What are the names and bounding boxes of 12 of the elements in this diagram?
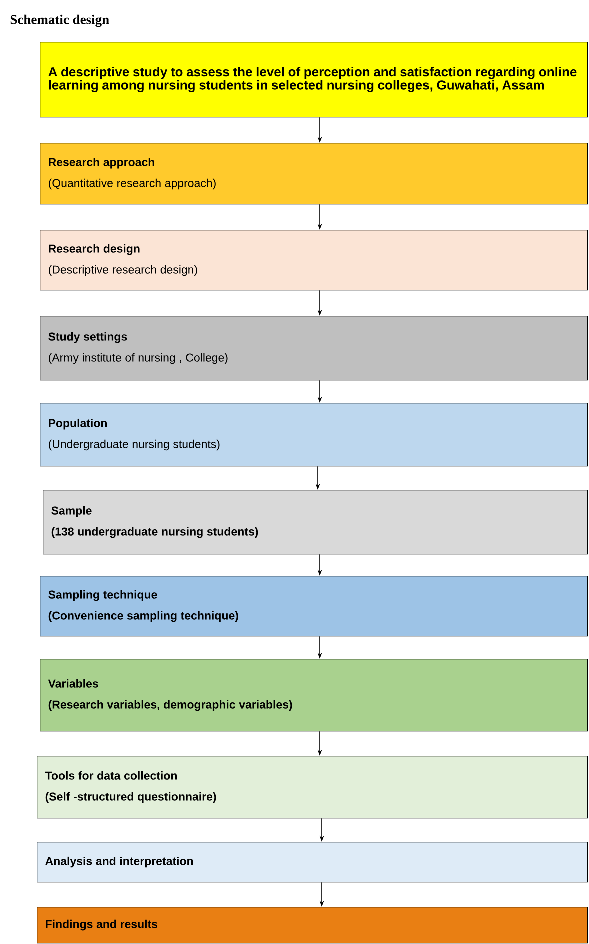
process-box: Population (Undergraduate nursing students) (40, 403, 588, 467)
process-box: Research approach (Quantitative research approach) (40, 143, 588, 205)
process-box: Tools for data collection (Self -structured questionnaire) (37, 756, 588, 819)
process-box: Sample (138 undergraduate nursing students) (43, 490, 588, 555)
process-box: Findings and results (37, 907, 588, 944)
process-box: Variables (Research variables, demographic variables) (40, 659, 588, 732)
title-box: A descriptive study to assess the level of perception and satisfaction regarding online learning among nursing students in selected nursing colleges, Guwahati, Assam (40, 42, 588, 118)
process-box: Sampling technique (Convenience sampling technique) (40, 576, 588, 637)
process-box: Research design (Descriptive research design) (40, 230, 588, 291)
process-box: Study settings (Army institute of nursing , College) (40, 316, 588, 381)
heading: Schematic design (10, 14, 110, 28)
process-box: Analysis and interpretation (37, 842, 588, 883)
